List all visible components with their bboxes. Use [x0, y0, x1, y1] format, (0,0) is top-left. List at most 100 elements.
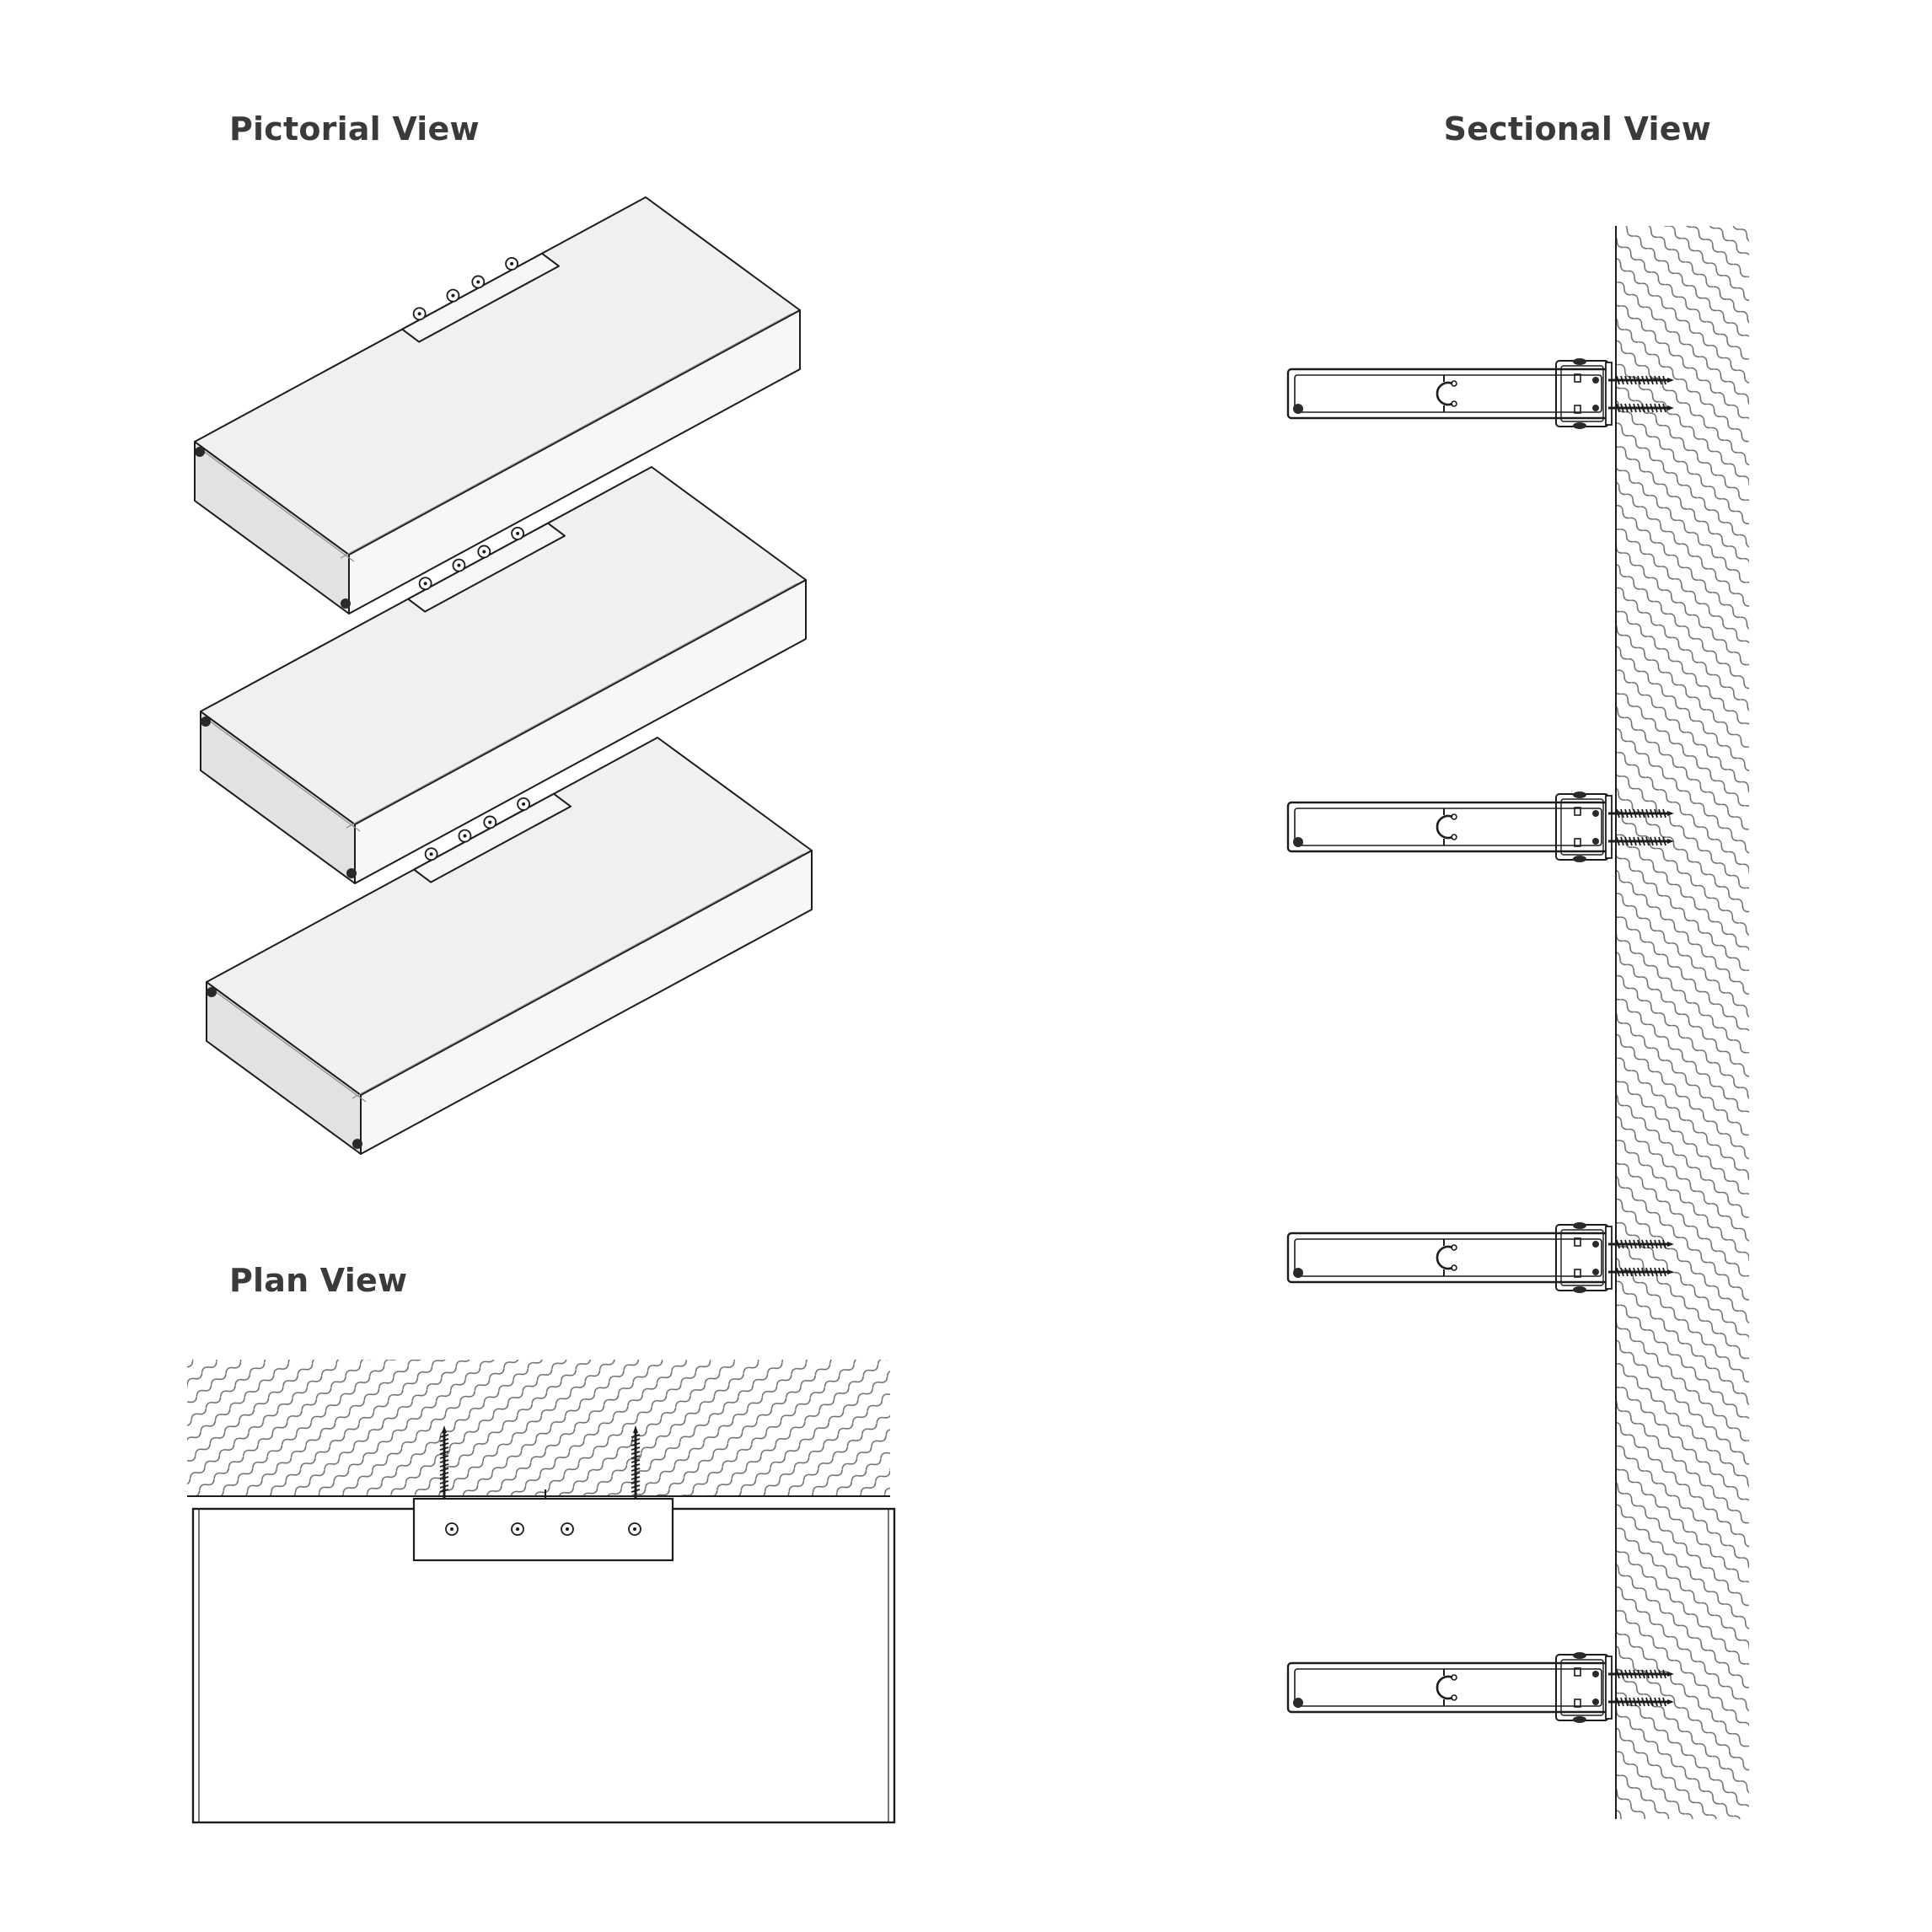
- screw-head-dot: [476, 280, 480, 284]
- screw-thread: [1641, 1267, 1645, 1277]
- screw-thread: [1658, 403, 1662, 413]
- screw-thread: [439, 1463, 449, 1468]
- screw-thread: [631, 1434, 641, 1438]
- screw-thread: [1658, 1267, 1662, 1277]
- screw-thread: [1650, 1697, 1654, 1707]
- bracket-bolt-icon: [1573, 856, 1586, 862]
- clip-profile: [1436, 814, 1453, 840]
- screw-thread: [1650, 1239, 1654, 1249]
- pictorial-view-title: Pictorial View: [229, 110, 480, 148]
- set-screw: [1574, 1667, 1581, 1677]
- screw-thread: [1637, 836, 1641, 846]
- section-shelf: [1286, 792, 1674, 862]
- screw-thread: [1654, 1267, 1658, 1277]
- plan-view-title: Plan View: [229, 1262, 408, 1299]
- wall-bracket-inner: [1560, 798, 1604, 856]
- screw-thread: [1645, 808, 1650, 818]
- screw-thread: [1658, 1697, 1662, 1707]
- bracket-screw-head-icon: [1592, 810, 1599, 817]
- screw-thread: [1616, 1697, 1620, 1707]
- screw-head-dot: [463, 834, 467, 838]
- shelf-profile: [1286, 1232, 1610, 1284]
- screw-thread: [1645, 1267, 1650, 1277]
- wall-bracket-inner: [1560, 365, 1604, 422]
- screw-thread: [439, 1455, 449, 1459]
- screw-head-dot: [510, 261, 514, 266]
- screw-head-dot: [429, 852, 433, 856]
- bracket-plate: [407, 522, 566, 613]
- screw-tip: [442, 1425, 447, 1433]
- screw-thread: [1654, 808, 1658, 818]
- screw-thread: [1645, 403, 1650, 413]
- screw-tip: [633, 1425, 638, 1433]
- screw-thread: [1620, 403, 1624, 413]
- screw-head-dot: [633, 1527, 636, 1531]
- bracket-screw-head-icon: [1592, 1671, 1599, 1677]
- set-screw: [1574, 838, 1581, 847]
- screw-thread: [439, 1442, 449, 1446]
- screw-thread: [439, 1489, 449, 1493]
- screw-thread: [439, 1451, 449, 1455]
- screw-thread: [1645, 1697, 1650, 1707]
- screw-thread: [1629, 1697, 1633, 1707]
- shelf-top-face: [206, 737, 813, 1096]
- screw-thread: [1637, 375, 1641, 385]
- pictorial-shelf: [200, 466, 807, 884]
- screw-thread: [1658, 1669, 1662, 1679]
- screw-thread: [1624, 375, 1629, 385]
- screw-thread: [1620, 1669, 1624, 1679]
- plan-view: [187, 1360, 896, 1824]
- screw-thread: [1633, 403, 1637, 413]
- clip-tip: [1451, 380, 1457, 387]
- screw-thread: [631, 1438, 641, 1442]
- screw-thread: [1620, 1239, 1624, 1249]
- screw-thread: [1629, 808, 1633, 818]
- bracket-screw-head-icon: [1592, 1699, 1599, 1705]
- screw-head-dot: [522, 802, 526, 806]
- shelf-edge-line: [199, 448, 355, 562]
- screw-thread: [1658, 808, 1662, 818]
- screw-thread: [1645, 836, 1650, 846]
- screw-thread: [1637, 1267, 1641, 1277]
- screw-thread: [1616, 1239, 1620, 1249]
- screw-thread: [1654, 403, 1658, 413]
- screw-thread: [1616, 836, 1620, 846]
- screw-thread: [1637, 1239, 1641, 1249]
- screw-thread: [1650, 836, 1654, 846]
- screw-thread: [631, 1442, 641, 1446]
- shelf-inner-wall: [1294, 808, 1602, 846]
- bracket-screw-head-icon: [1592, 838, 1599, 845]
- screw-thread: [1654, 836, 1658, 846]
- clip-tip: [1451, 1244, 1457, 1251]
- screw-thread: [1662, 1697, 1666, 1707]
- section-shelf: [1286, 358, 1674, 429]
- screw-tip: [1667, 839, 1674, 844]
- end-screw-icon: [195, 447, 205, 457]
- screw-thread: [1641, 836, 1645, 846]
- screw-thread: [1662, 375, 1666, 385]
- bracket-plate: [413, 792, 572, 883]
- screw-thread: [1641, 808, 1645, 818]
- bracket-bolt-icon: [1573, 1652, 1586, 1659]
- screw-thread: [439, 1476, 449, 1480]
- screw-thread: [1658, 1239, 1662, 1249]
- screw-thread: [1650, 1669, 1654, 1679]
- clip-tip: [1451, 834, 1457, 840]
- screw-thread: [1633, 808, 1637, 818]
- screw-thread: [1650, 375, 1654, 385]
- wall-bracket-inner: [1560, 1659, 1604, 1716]
- screw-thread: [1629, 836, 1633, 846]
- screw-thread: [1629, 1669, 1633, 1679]
- screw-thread: [1633, 375, 1637, 385]
- screw-thread: [1616, 1669, 1620, 1679]
- screw-head-dot: [451, 293, 455, 298]
- screw-thread: [1620, 1697, 1624, 1707]
- end-screw-icon: [346, 868, 357, 878]
- clip-profile: [1436, 381, 1453, 406]
- screw-thread: [1624, 1697, 1629, 1707]
- screw-head-dot: [516, 531, 520, 535]
- screw-thread: [1629, 375, 1633, 385]
- screw-head-dot: [488, 820, 492, 824]
- set-screw: [1574, 807, 1581, 816]
- screw-thread: [1616, 1267, 1620, 1277]
